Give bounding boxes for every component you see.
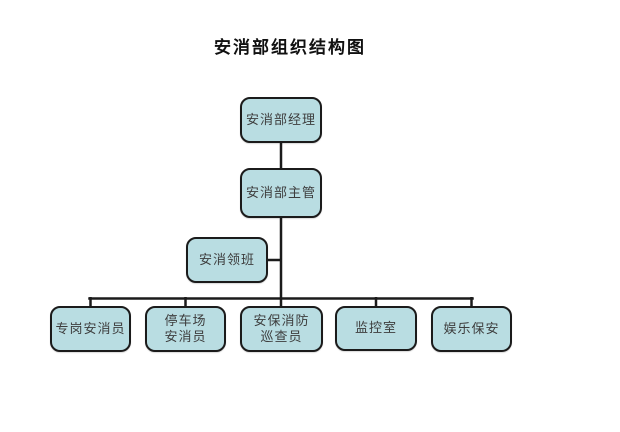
node-security-fire-patrol-inspector[interactable]: 安保消防 巡查员 xyxy=(240,306,323,352)
node-dept-supervisor[interactable]: 安消部主管 xyxy=(240,168,322,218)
node-parking-security-officer[interactable]: 停车场 安消员 xyxy=(145,306,226,352)
node-label: 安保消防 巡查员 xyxy=(253,312,310,344)
node-foreman[interactable]: 安消领班 xyxy=(186,237,268,283)
node-entertainment-security[interactable]: 娱乐保安 xyxy=(431,306,512,352)
node-label: 停车场 安消员 xyxy=(164,312,207,344)
node-dept-manager[interactable]: 安消部经理 xyxy=(240,97,322,143)
page-title: 安消部组织结构图 xyxy=(214,38,366,57)
node-label: 监控室 xyxy=(354,320,397,336)
node-label: 安消领班 xyxy=(198,251,255,267)
node-monitoring-room[interactable]: 监控室 xyxy=(335,306,417,351)
node-post-security-officer[interactable]: 专岗安消员 xyxy=(50,306,131,352)
node-label: 娱乐保安 xyxy=(443,320,500,336)
node-label: 安消部经理 xyxy=(245,111,316,127)
node-label: 安消部主管 xyxy=(245,184,316,200)
node-label: 专岗安消员 xyxy=(55,320,126,336)
